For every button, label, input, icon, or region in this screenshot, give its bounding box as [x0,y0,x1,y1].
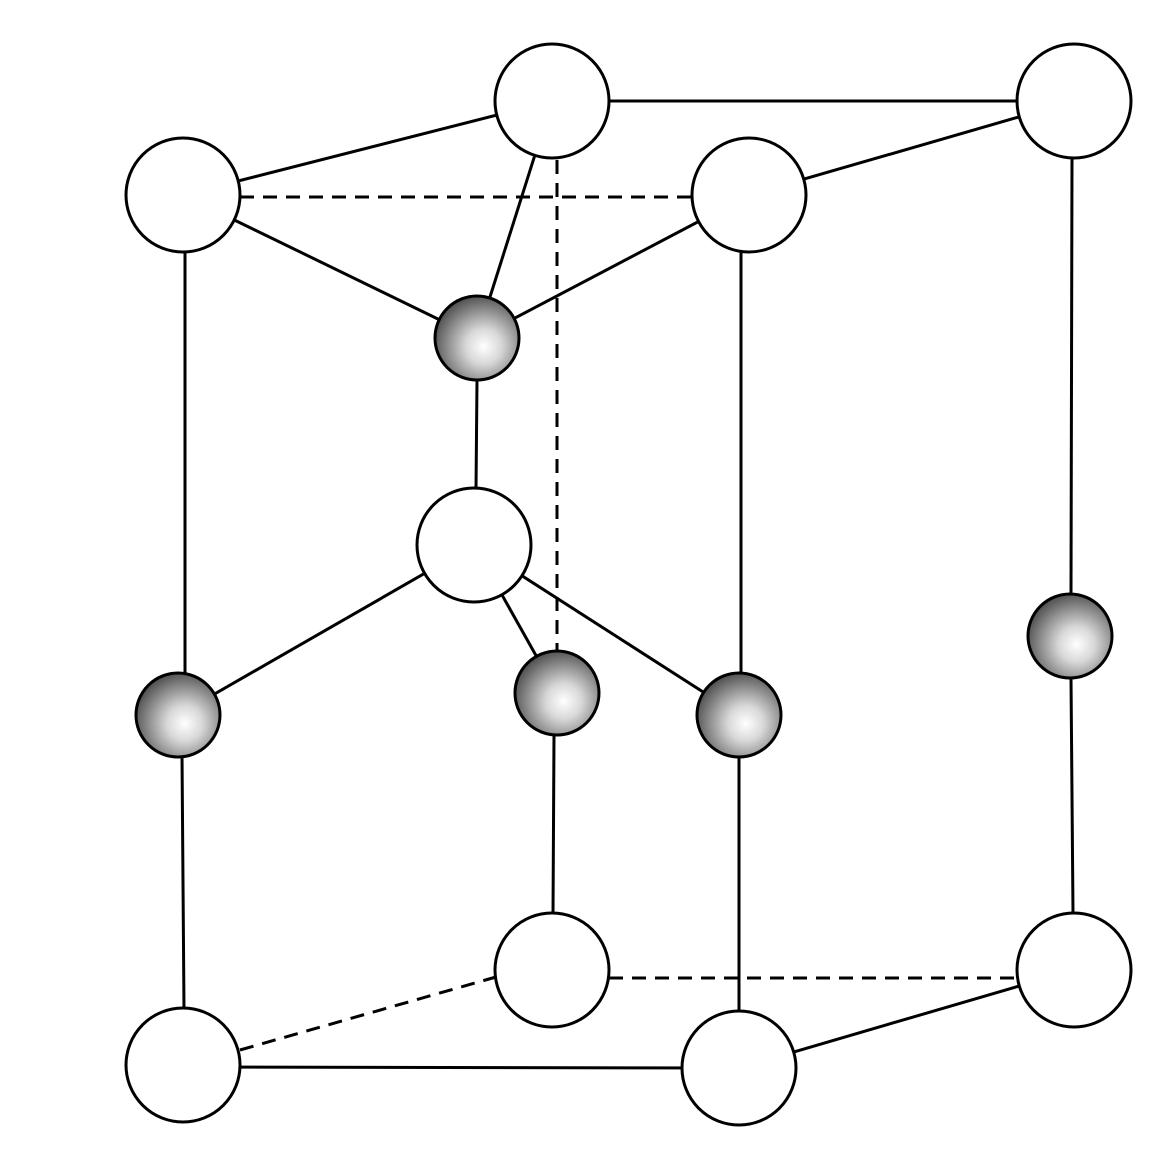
large-atoms [124,42,1133,1127]
small-atoms [134,294,1114,759]
large-atom [493,42,611,160]
bond-solid [1069,677,1075,914]
bond-solid [474,379,479,491]
bond-solid [180,754,186,1011]
bond-dashed [239,975,497,1052]
large-atom [1015,911,1133,1029]
large-atom [493,911,611,1029]
large-atom [1015,42,1133,160]
large-atom [680,1009,798,1127]
bond-solid [182,1065,740,1070]
large-atom [124,136,242,254]
bonds [177,99,1075,1070]
small-atom [433,294,521,382]
small-atom [1026,592,1114,680]
bond-solid [182,99,553,197]
small-atom [695,671,783,759]
large-atom [690,136,808,254]
small-atom [134,671,222,759]
bond-solid [551,734,556,916]
large-atom [124,1006,242,1124]
bond-solid [1069,157,1074,596]
small-atom [513,649,601,737]
large-atom [415,486,533,604]
